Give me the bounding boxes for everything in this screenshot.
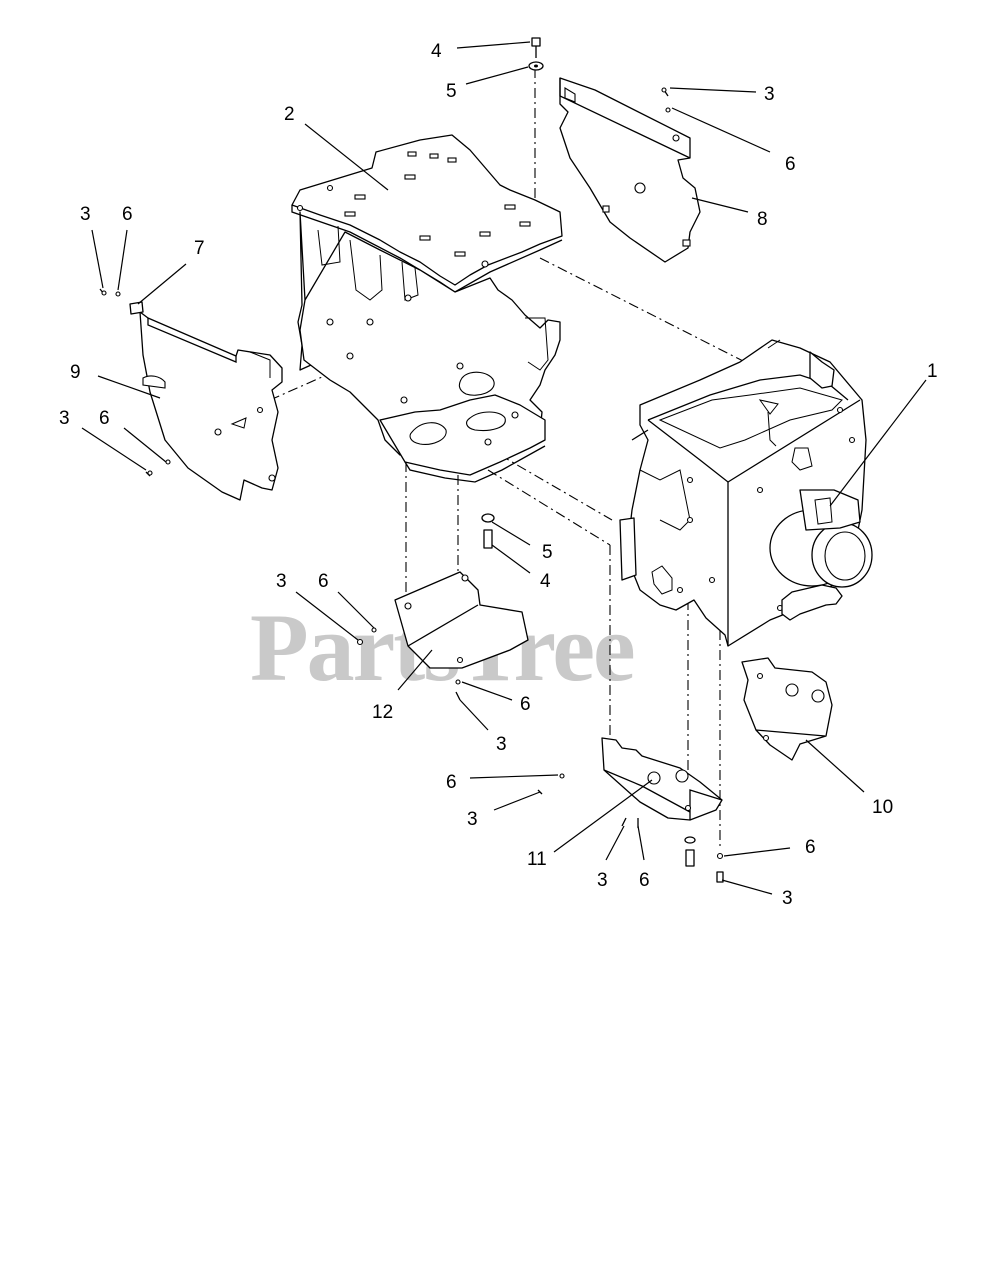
callout-labels: 4 5 3 2 6 8 3 6 7 9 1 3 6 5 4 3 6 6 12 3… [59,41,938,909]
callout-6-top-right: 6 [785,154,796,175]
callout-10: 10 [872,797,893,818]
callout-8: 8 [757,209,768,230]
callout-3-top-right: 3 [764,84,775,105]
callout-5-top: 5 [446,81,457,102]
callout-3-part11: 3 [467,809,478,830]
part-7-clip [129,301,144,315]
callout-6-part12: 6 [318,571,329,592]
callout-3-part12: 3 [276,571,287,592]
callout-6-bottom-right: 6 [805,837,816,858]
callout-12: 12 [372,702,393,723]
callout-3-part11-bottom: 3 [597,870,608,891]
part-2-upper-frame [291,134,563,483]
part-9-left-shield [139,311,283,501]
callout-3-bottom-right: 3 [782,888,793,909]
callout-6-part11: 6 [446,772,457,793]
hardware-fasteners [99,37,724,883]
callout-7: 7 [194,238,205,259]
part-8-right-shield [559,77,701,263]
callout-3-left: 3 [80,204,91,225]
callout-6-part12-bottom: 6 [520,694,531,715]
callout-2: 2 [284,104,295,125]
callout-3-lower-left: 3 [59,408,70,429]
callout-4-top: 4 [431,41,442,62]
callout-5-middle: 5 [542,542,553,563]
callout-1: 1 [927,361,938,382]
part-10-lower-right-shield [741,657,833,761]
part-1-chassis [619,339,873,647]
callout-3-part12-bottom: 3 [496,734,507,755]
callout-6-lower-left: 6 [99,408,110,429]
leader-lines [81,41,927,895]
callout-9: 9 [70,362,81,383]
callout-11: 11 [527,849,547,870]
callout-6-left: 6 [122,204,133,225]
callout-4-middle: 4 [540,571,551,592]
callout-6-part11-bottom: 6 [639,870,650,891]
part-11-lower-bracket [601,737,723,821]
